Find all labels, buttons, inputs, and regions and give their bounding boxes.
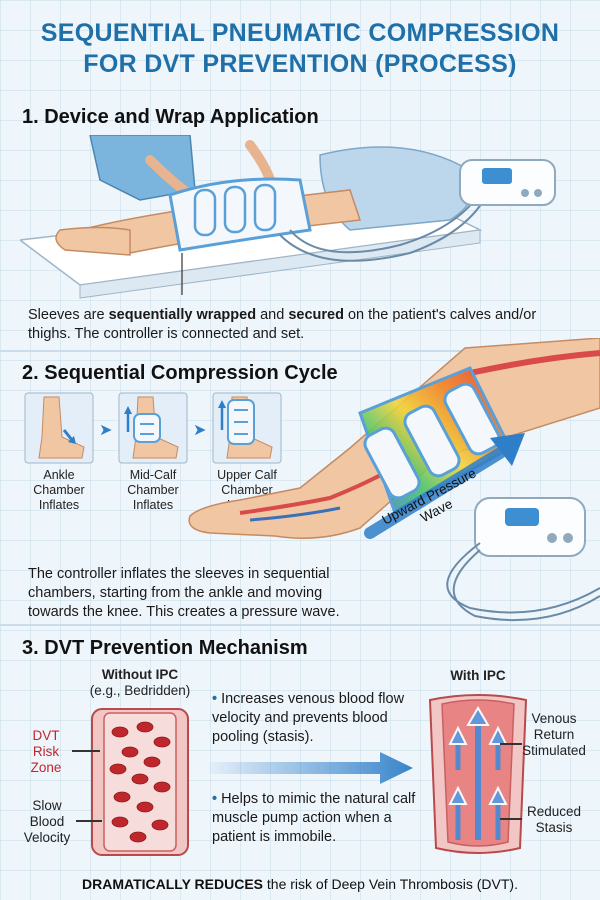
device-application-illustration bbox=[20, 135, 556, 299]
step-ankle-illustration bbox=[24, 392, 94, 464]
reduced-stasis-label: Reduced Stasis bbox=[526, 804, 582, 835]
section2-caption: The controller inflates the sleeves in s… bbox=[28, 566, 340, 620]
benefit-bullet-1: •Increases venous blood flow velocity an… bbox=[212, 691, 405, 745]
vessel-without-ipc bbox=[91, 708, 189, 856]
vessel-with-ipc bbox=[428, 694, 528, 854]
section-divider-2 bbox=[0, 624, 600, 626]
with-ipc-title: With IPC bbox=[450, 668, 506, 683]
bullet-dot-icon: • bbox=[212, 691, 218, 707]
venous-pointer-line bbox=[500, 743, 522, 745]
without-ipc-title: Without IPC (e.g., Bedridden) bbox=[89, 667, 191, 698]
section-divider-1 bbox=[0, 350, 600, 352]
title-line-1: SEQUENTIAL PNEUMATIC COMPRESSION bbox=[40, 19, 560, 47]
reduced-pointer-line bbox=[500, 818, 522, 820]
step-arrow-2-icon: ➤ bbox=[193, 422, 207, 439]
footer-statement: DRAMATICALLY REDUCES the risk of Deep Ve… bbox=[82, 876, 518, 892]
slow-blood-velocity-label: Slow Blood Velocity bbox=[23, 798, 71, 845]
step-uppercalf-illustration bbox=[212, 392, 282, 464]
section1-heading: 1. Device and Wrap Application bbox=[22, 106, 319, 128]
benefit-bullet-2: •Helps to mimic the natural calf muscle … bbox=[212, 791, 416, 845]
title-line-2: FOR DVT PREVENTION (PROCESS) bbox=[83, 50, 517, 78]
slow-pointer-line bbox=[76, 820, 102, 822]
step-ankle-label: Ankle Chamber Inflates bbox=[33, 468, 85, 512]
section2-heading: 2. Sequential Compression Cycle bbox=[22, 362, 338, 384]
dvt-risk-zone-label: DVT Risk Zone bbox=[30, 728, 62, 775]
bullet-dot-icon: • bbox=[212, 791, 218, 807]
step-midcalf-illustration bbox=[118, 392, 188, 464]
step-midcalf-label: Mid-Calf Chamber Inflates bbox=[127, 468, 179, 512]
step-arrow-1-icon: ➤ bbox=[99, 422, 113, 439]
venous-return-label: Venous Return Stimulated bbox=[522, 711, 586, 758]
dvt-pointer-line bbox=[72, 750, 100, 752]
section3-heading: 3. DVT Prevention Mechanism bbox=[22, 637, 308, 659]
compression-leg-illustration bbox=[188, 338, 600, 621]
flow-arrow bbox=[210, 752, 413, 784]
page-title: SEQUENTIAL PNEUMATIC COMPRESSION FOR DVT… bbox=[0, 18, 600, 80]
section1-caption: Sleeves are sequentially wrapped and sec… bbox=[28, 307, 537, 342]
